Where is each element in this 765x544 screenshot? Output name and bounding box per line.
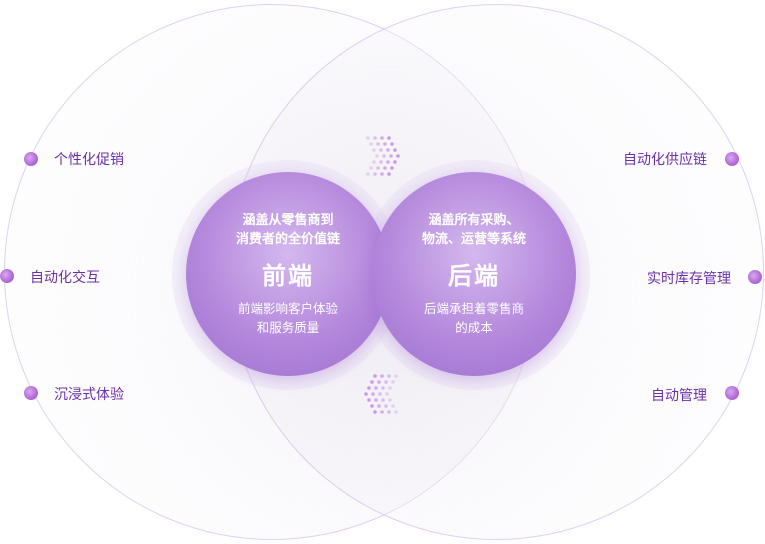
front-description: 前端影响客户体验 和服务质量 xyxy=(238,299,338,337)
arrow-dot xyxy=(387,374,391,378)
arrow-dot xyxy=(387,172,391,176)
feature-dot xyxy=(24,152,38,166)
front-subtitle-line2: 消费者的全价值链 xyxy=(235,232,340,247)
arrow-dot xyxy=(369,166,373,170)
arrow-dot xyxy=(386,160,390,164)
arrow-dot xyxy=(373,410,377,414)
arrow-dot xyxy=(373,172,377,176)
dotted-arrow-right-icon xyxy=(366,136,400,176)
arrow-dot xyxy=(386,148,390,152)
arrow-dot xyxy=(383,142,387,146)
feature-dot xyxy=(24,386,38,400)
arrow-dot xyxy=(393,160,397,164)
feature-dot xyxy=(725,152,739,166)
arrow-dot xyxy=(374,398,378,402)
arrow-dot xyxy=(372,160,376,164)
arrow-dot xyxy=(369,142,373,146)
arrow-dot xyxy=(370,380,374,384)
front-subtitle: 涵盖从零售商到 消费者的全价值链 xyxy=(236,211,340,249)
feature-right-2: 实时库存管理 xyxy=(647,271,731,287)
arrow-dot xyxy=(375,154,379,158)
arrow-dot xyxy=(394,410,398,414)
arrow-dot xyxy=(388,398,392,402)
back-desc-line1: 后端承担着零售商 xyxy=(423,301,524,316)
arrow-dot xyxy=(364,392,368,396)
feature-dot xyxy=(725,386,739,400)
arrow-dot xyxy=(380,410,384,414)
dotted-arrow-left-icon xyxy=(364,374,398,414)
feature-dot xyxy=(748,270,762,284)
feature-left-1: 个性化促销 xyxy=(54,152,124,168)
arrow-dot xyxy=(367,386,371,390)
arrow-dot xyxy=(393,148,397,152)
front-title: 前端 xyxy=(262,262,314,290)
arrow-dot xyxy=(374,386,378,390)
back-title: 后端 xyxy=(448,262,500,290)
arrow-dot xyxy=(377,380,381,384)
arrow-dot xyxy=(379,160,383,164)
back-desc-line2: 的成本 xyxy=(455,320,493,335)
arrow-dot xyxy=(383,166,387,170)
back-subtitle-line1: 涵盖所有采购、 xyxy=(428,213,520,228)
arrow-dot xyxy=(380,136,384,140)
front-end-circle: 涵盖从零售商到 消费者的全价值链 前端 前端影响客户体验 和服务质量 xyxy=(186,172,390,376)
arrow-dot xyxy=(387,410,391,414)
feature-left-3: 沉浸式体验 xyxy=(54,387,124,403)
feature-dot xyxy=(0,269,14,283)
arrow-dot xyxy=(370,404,374,408)
arrow-dot xyxy=(390,166,394,170)
arrow-dot xyxy=(384,404,388,408)
arrow-dot xyxy=(388,386,392,390)
arrow-dot xyxy=(378,392,382,396)
arrow-dot xyxy=(381,386,385,390)
arrow-dot xyxy=(373,374,377,378)
back-description: 后端承担着零售商 的成本 xyxy=(424,299,524,337)
arrow-dot xyxy=(376,166,380,170)
arrow-dot xyxy=(373,136,377,140)
arrow-dot xyxy=(384,380,388,384)
arrow-dot xyxy=(367,398,371,402)
arrow-dot xyxy=(391,380,395,384)
arrow-dot xyxy=(366,172,370,176)
arrow-dot xyxy=(380,172,384,176)
back-end-circle: 涵盖所有采购、 物流、运营等系统 后端 后端承担着零售商 的成本 xyxy=(372,172,576,376)
feature-right-1: 自动化供应链 xyxy=(623,152,707,168)
front-desc-line2: 和服务质量 xyxy=(256,320,320,335)
arrow-dot xyxy=(371,392,375,396)
feature-left-2: 自动化交互 xyxy=(30,270,100,286)
back-subtitle: 涵盖所有采购、 物流、运营等系统 xyxy=(422,211,526,249)
arrow-dot xyxy=(390,142,394,146)
arrow-dot xyxy=(380,374,384,378)
arrow-dot xyxy=(376,142,380,146)
arrow-dot xyxy=(366,136,370,140)
arrow-dot xyxy=(387,136,391,140)
arrow-dot xyxy=(381,398,385,402)
arrow-dot xyxy=(394,374,398,378)
front-desc-line1: 前端影响客户体验 xyxy=(237,301,338,316)
arrow-dot xyxy=(379,148,383,152)
back-subtitle-line2: 物流、运营等系统 xyxy=(421,232,526,247)
feature-right-3: 自动管理 xyxy=(651,388,707,404)
arrow-dot xyxy=(396,154,400,158)
front-subtitle-line1: 涵盖从零售商到 xyxy=(242,213,334,228)
arrow-dot xyxy=(389,154,393,158)
arrow-dot xyxy=(382,154,386,158)
arrow-dot xyxy=(385,392,389,396)
arrow-dot xyxy=(391,404,395,408)
arrow-dot xyxy=(377,404,381,408)
arrow-dot xyxy=(372,148,376,152)
